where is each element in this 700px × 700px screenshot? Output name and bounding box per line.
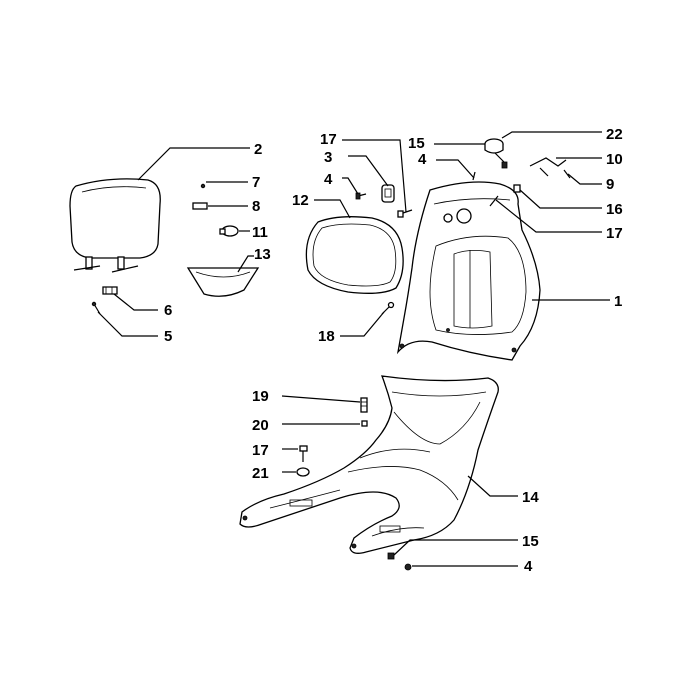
- callout-12: 12: [292, 192, 309, 209]
- leader-2: [137, 147, 250, 181]
- leader-6: [113, 293, 158, 311]
- leader-17b: [495, 199, 602, 233]
- callout-14: 14: [522, 489, 539, 506]
- part-6-bracket: [102, 286, 118, 295]
- callout-15a: 15: [408, 135, 425, 152]
- callout-9: 9: [606, 176, 614, 193]
- leader-19: [281, 395, 361, 403]
- part-7-screw: [200, 183, 206, 189]
- leader-3: [348, 155, 389, 187]
- part-9-screw: [563, 169, 571, 179]
- callout-7: 7: [252, 174, 260, 191]
- leader-18: [340, 311, 385, 337]
- callout-17b: 17: [606, 225, 623, 242]
- callout-4b: 4: [418, 151, 427, 168]
- part-17-screw-right: [489, 195, 499, 207]
- part-8-clip: [192, 202, 208, 210]
- part-2-top-box: [69, 178, 161, 273]
- leader-16: [519, 189, 602, 209]
- part-17-bolt-lower: [299, 445, 308, 462]
- leader-4b: [436, 159, 475, 179]
- leader-12: [314, 199, 351, 219]
- part-17-screw: [397, 209, 413, 218]
- callout-10: 10: [606, 151, 623, 168]
- part-19-bolt: [360, 397, 368, 413]
- callout-2: 2: [254, 141, 262, 158]
- callout-4c: 4: [524, 558, 533, 575]
- callout-20: 20: [252, 417, 269, 434]
- part-22-cap: [484, 138, 504, 154]
- callout-4a: 4: [324, 171, 333, 188]
- callout-5: 5: [164, 328, 172, 345]
- callout-13: 13: [254, 246, 271, 263]
- part-10-bracket: [529, 157, 567, 177]
- callout-15b: 15: [522, 533, 539, 550]
- part-21-washer: [296, 467, 310, 477]
- callout-6: 6: [164, 302, 172, 319]
- leader-9: [567, 173, 602, 185]
- callout-16: 16: [606, 201, 623, 218]
- part-4-screw-top: [472, 171, 476, 181]
- callout-8: 8: [252, 198, 260, 215]
- part-20-washer: [361, 420, 368, 427]
- part-4-nut-lower: [404, 563, 412, 571]
- callout-1: 1: [614, 293, 622, 310]
- part-3-rubber: [381, 184, 395, 203]
- leader-15b: [393, 539, 518, 556]
- leader-5: [97, 311, 158, 337]
- part-12-panel: [305, 216, 404, 294]
- callout-18: 18: [318, 328, 335, 345]
- part-18-clip: [381, 301, 395, 315]
- callout-17c: 17: [252, 442, 269, 459]
- leader-4a: [342, 177, 359, 195]
- part-16-grommet: [513, 184, 521, 193]
- part-15-nut-lower: [387, 552, 395, 560]
- part-11-latch: [219, 225, 239, 237]
- callout-22: 22: [606, 126, 623, 143]
- callout-3: 3: [324, 149, 332, 166]
- callout-17a: 17: [320, 131, 337, 148]
- callout-21: 21: [252, 465, 269, 482]
- leader-22: [501, 131, 602, 139]
- part-1-leg-shield: [396, 181, 541, 361]
- leader-13: [237, 255, 254, 273]
- part-14-floorboard: [239, 375, 499, 554]
- callout-19: 19: [252, 388, 269, 405]
- part-15-nut-top: [501, 161, 508, 169]
- leader-14: [467, 475, 518, 497]
- part-13-tray: [186, 267, 260, 297]
- leader-17a: [342, 139, 407, 213]
- callout-11: 11: [252, 224, 268, 241]
